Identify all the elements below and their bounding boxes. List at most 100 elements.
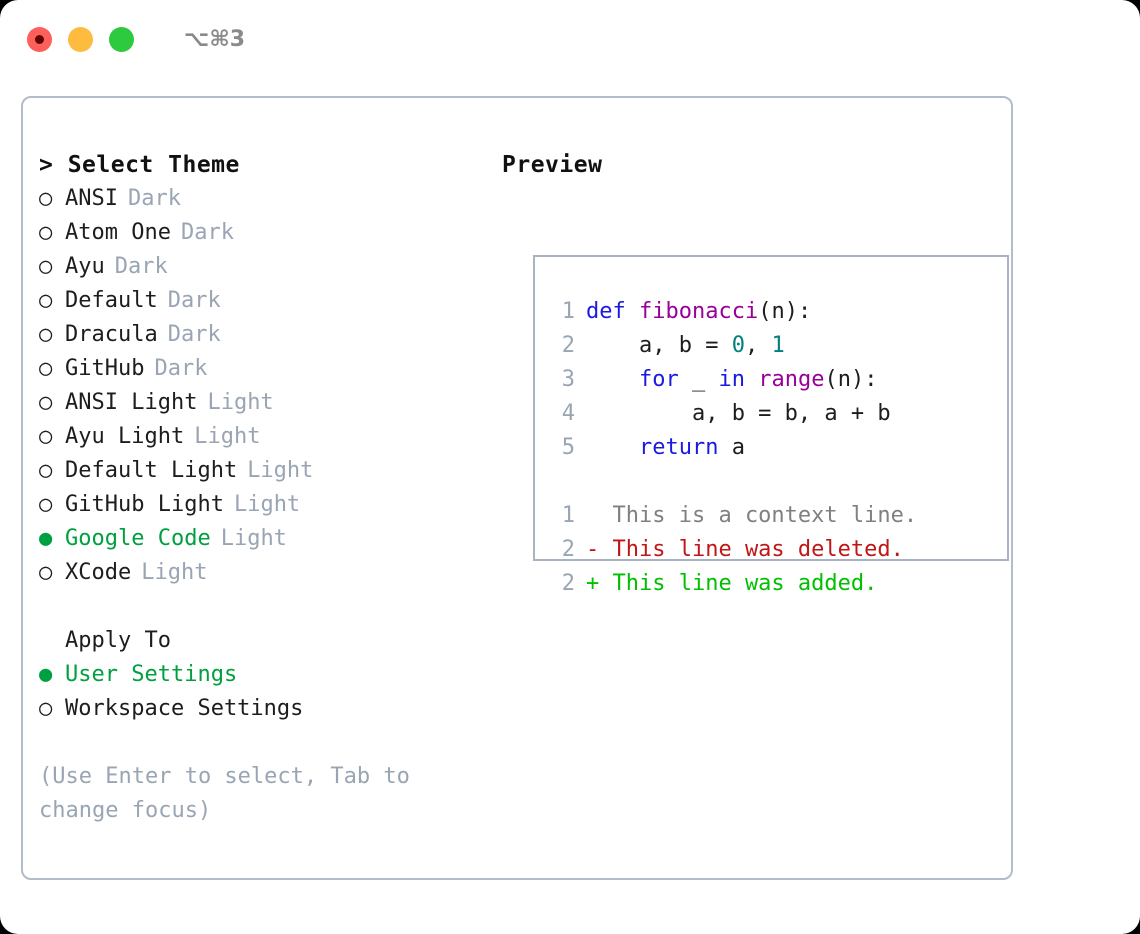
code-text: + This line was added. bbox=[586, 567, 877, 601]
token: 1 bbox=[771, 333, 785, 358]
radio-unselected-icon: ○ bbox=[39, 254, 53, 279]
theme-option-11[interactable]: ○ XCode Light bbox=[39, 556, 499, 590]
apply-to-option-0[interactable]: ●User Settings bbox=[39, 658, 499, 692]
token: a, b = b, a + b bbox=[586, 401, 891, 426]
radio-unselected-icon: ○ bbox=[39, 696, 53, 721]
close-button[interactable] bbox=[27, 26, 52, 52]
theme-variant-tag: Light bbox=[247, 458, 314, 483]
token bbox=[586, 435, 639, 460]
token: _ bbox=[678, 367, 719, 392]
code-line: 3 for _ in range(n): bbox=[551, 363, 917, 397]
token: range bbox=[758, 367, 825, 392]
theme-option-label: GitHub bbox=[65, 356, 145, 381]
preview-heading: Preview bbox=[502, 152, 603, 178]
theme-option-label: Ayu Light bbox=[65, 424, 185, 449]
line-number: 1 bbox=[561, 299, 575, 324]
line-number: 5 bbox=[561, 435, 575, 460]
token: (n): bbox=[758, 299, 812, 324]
radio-unselected-icon: ○ bbox=[39, 560, 53, 585]
code-text: return a bbox=[586, 431, 745, 465]
theme-variant-tag: Light bbox=[207, 390, 274, 415]
theme-option-label: GitHub Light bbox=[65, 492, 224, 517]
apply-to-option-label: Workspace Settings bbox=[65, 696, 304, 721]
radio-selected-icon: ● bbox=[39, 662, 53, 687]
theme-option-label: ANSI Light bbox=[65, 390, 198, 415]
radio-unselected-icon: ○ bbox=[39, 356, 53, 381]
token: - This line was deleted. bbox=[586, 537, 904, 562]
keyboard-hint-text: (Use Enter to select, Tab to change focu… bbox=[39, 764, 410, 823]
code-text: - This line was deleted. bbox=[586, 533, 904, 567]
apply-to-list[interactable]: ●User Settings ○ Workspace Settings bbox=[39, 658, 499, 726]
token: , bbox=[744, 333, 772, 358]
diff-line: 2 + This line was added. bbox=[551, 567, 917, 601]
radio-unselected-icon: ○ bbox=[39, 288, 53, 313]
maximize-button[interactable] bbox=[109, 26, 134, 52]
radio-unselected-icon: ○ bbox=[39, 492, 53, 517]
minimize-button[interactable] bbox=[68, 26, 93, 52]
theme-option-label: ANSI bbox=[65, 186, 118, 211]
token: + This line was added. bbox=[586, 571, 878, 596]
code-text: def fibonacci(n): bbox=[586, 295, 811, 329]
theme-option-label: Google Code bbox=[65, 526, 211, 551]
list-spacer bbox=[39, 590, 499, 624]
line-number: 2 bbox=[561, 571, 575, 596]
code-text: for _ in range(n): bbox=[586, 363, 877, 397]
code-diff-separator bbox=[551, 465, 917, 499]
apply-to-heading: Apply To bbox=[65, 628, 171, 653]
theme-variant-tag: Dark bbox=[167, 322, 221, 347]
radio-unselected-icon: ○ bbox=[39, 424, 53, 449]
radio-unselected-icon: ○ bbox=[39, 220, 53, 245]
theme-variant-tag: Light bbox=[220, 526, 287, 551]
token: 0 bbox=[731, 333, 745, 358]
code-text: This is a context line. bbox=[586, 499, 917, 533]
theme-option-1[interactable]: ○ Atom One Dark bbox=[39, 216, 499, 250]
token bbox=[745, 367, 758, 392]
select-theme-heading: > Select Theme bbox=[39, 152, 240, 178]
radio-unselected-icon: ○ bbox=[39, 390, 53, 415]
theme-option-label: Atom One bbox=[65, 220, 171, 245]
keyboard-shortcut-label: ⌥⌘3 bbox=[184, 26, 246, 52]
token: in bbox=[718, 367, 745, 392]
token: a bbox=[718, 435, 745, 460]
theme-variant-tag: Dark bbox=[180, 220, 234, 245]
theme-option-label: Dracula bbox=[65, 322, 158, 347]
line-number: 2 bbox=[561, 537, 575, 562]
line-number: 3 bbox=[561, 367, 575, 392]
theme-option-7[interactable]: ○ Ayu Light Light bbox=[39, 420, 499, 454]
token: def bbox=[586, 299, 639, 324]
theme-variant-tag: Dark bbox=[114, 254, 168, 279]
theme-option-6[interactable]: ○ ANSI Light Light bbox=[39, 386, 499, 420]
token: (n): bbox=[824, 367, 878, 392]
theme-variant-tag: Light bbox=[141, 560, 208, 585]
token: for bbox=[638, 367, 679, 392]
code-line: 1 def fibonacci(n): bbox=[551, 295, 917, 329]
apply-to-option-1[interactable]: ○ Workspace Settings bbox=[39, 692, 499, 726]
theme-option-0[interactable]: ○ ANSI Dark bbox=[39, 182, 499, 216]
radio-unselected-icon: ○ bbox=[39, 186, 53, 211]
diff-line: 2 - This line was deleted. bbox=[551, 533, 917, 567]
theme-variant-tag: Dark bbox=[127, 186, 181, 211]
theme-option-label: XCode bbox=[65, 560, 132, 585]
title-bar: ⌥⌘3 bbox=[0, 0, 1140, 78]
line-number: 1 bbox=[561, 503, 575, 528]
token: This is a context line. bbox=[586, 503, 918, 528]
code-line: 2 a, b = 0, 1 bbox=[551, 329, 917, 363]
theme-variant-tag: Light bbox=[194, 424, 261, 449]
token: a, b = bbox=[586, 333, 732, 358]
code-line: 4 a, b = b, a + b bbox=[551, 397, 917, 431]
theme-option-label: Default bbox=[65, 288, 158, 313]
